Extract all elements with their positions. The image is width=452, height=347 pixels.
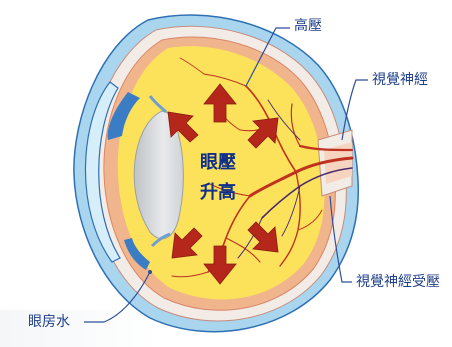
center-text-line1: 眼壓 xyxy=(200,152,236,174)
label-aqueous-humor: 眼房水 xyxy=(28,314,70,330)
label-high-pressure: 高壓 xyxy=(294,18,322,34)
background-panel xyxy=(0,310,160,347)
label-optic-nerve: 視覺神經 xyxy=(372,72,428,88)
label-optic-nerve-compressed: 視覺神經受壓 xyxy=(356,274,440,290)
center-text-line2: 升高 xyxy=(200,182,236,204)
leader-dot-aqueous xyxy=(148,270,152,274)
